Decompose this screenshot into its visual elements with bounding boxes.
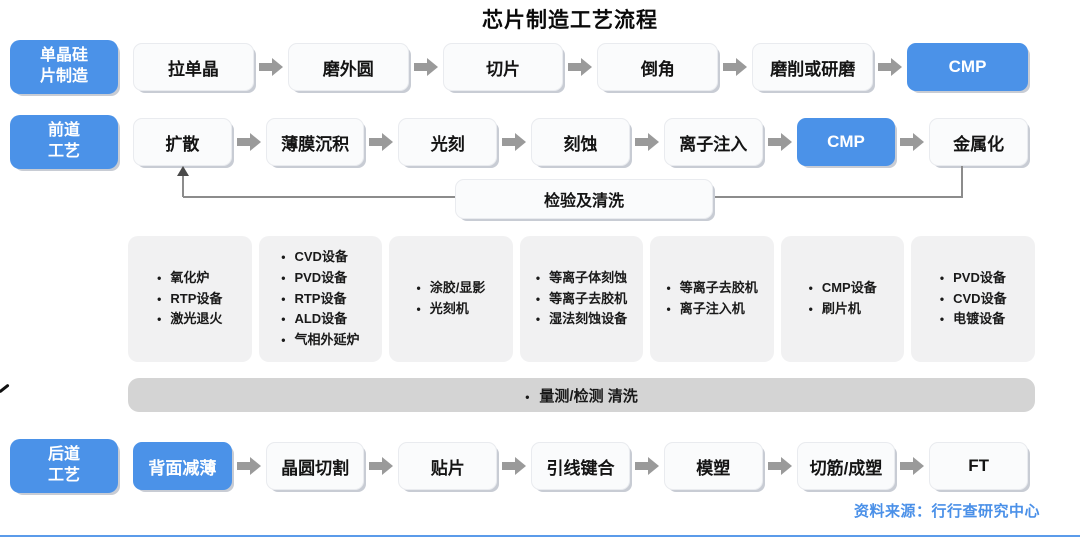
equipment-group: 等离子体刻蚀等离子去胶机湿法刻蚀设备 [519,236,644,362]
measurement-cleaning-bar: 量测/检测 清洗 [128,378,1035,412]
equipment-item: CMP设备 [809,278,877,299]
feedback-loop-line-left [182,176,184,197]
equipment-item: 电镀设备 [940,309,1007,330]
arrow-right-icon [563,58,597,76]
stage-label-line: 工艺 [47,143,80,160]
equipment-list: CMP设备刷片机 [809,278,877,320]
flow-step: 扩散 [133,118,232,166]
stage-label-line: 单晶硅 [39,47,88,65]
feedback-loop-arrowhead-icon [177,166,189,176]
flow-step: CMP [907,43,1028,91]
stage-label-line: 前道 [47,122,80,140]
equipment-list: CVD设备PVD设备RTP设备ALD设备气相外延炉 [281,247,359,351]
equipment-group: 涂胶/显影光刻机 [389,236,513,362]
flow-step: 晶圆切割 [265,442,365,490]
flow-step: 离子注入 [663,118,763,166]
arrow-right-icon [895,133,929,151]
equipment-item: 刷片机 [809,299,877,320]
equipment-list: 等离子体刻蚀等离子去胶机湿法刻蚀设备 [536,268,627,330]
equipment-item: PVD设备 [940,268,1007,289]
flow-step: 倒角 [597,43,719,91]
source-attribution: 资料来源：行行查研究中心 [853,503,1040,520]
flow-step: 磨外圆 [287,43,409,91]
page-title: 芯片制造工艺流程 [482,9,658,32]
arrow-right-icon [873,58,907,76]
measurement-cleaning-label: 量测/检测 清洗 [525,385,637,406]
arrow-right-icon [630,133,664,151]
arrow-right-icon [763,457,797,475]
flow-step: 金属化 [929,118,1029,166]
equipment-item: PVD设备 [281,268,359,289]
equipment-item: CVD设备 [940,289,1006,310]
flow-step: 薄膜沉积 [265,118,365,166]
arrow-right-icon [895,457,929,475]
equipment-item: 离子注入机 [666,299,757,320]
equipment-group: CVD设备PVD设备RTP设备ALD设备气相外延炉 [258,236,383,362]
stage-label-line: 后道 [47,446,80,464]
arrow-right-icon [718,58,752,76]
stage-label-backend: 后道工艺 [10,439,118,493]
feedback-loop-line-right [961,166,963,197]
arrow-right-icon [364,457,398,475]
equipment-item: 光刻机 [417,299,486,320]
equipment-item: 等离子去胶机 [666,278,758,299]
flow-step: 贴片 [398,442,498,490]
arrow-right-icon [409,58,443,76]
equipment-list: 涂胶/显影光刻机 [417,278,486,320]
equipment-item: CVD设备 [281,247,359,268]
arrow-right-icon [630,457,664,475]
equipment-list: 氧化炉RTP设备激光退火 [157,268,222,330]
equipment-item: RTP设备 [157,289,222,310]
equipment-item: 等离子体刻蚀 [536,268,627,289]
flow-step: 光刻 [398,118,498,166]
equipment-group: 氧化炉RTP设备激光退火 [128,236,252,362]
bottom-accent-line [0,535,1080,537]
flow-step: 切筋/成塑 [796,442,896,490]
flow-step: 磨削或研磨 [752,43,874,91]
equipment-group: 等离子去胶机离子注入机 [650,236,774,362]
flow-step: 模塑 [663,442,763,490]
arrow-right-icon [232,457,266,475]
arrow-right-icon [232,133,266,151]
equipment-group: CMP设备刷片机 [780,236,905,362]
equipment-item: 湿法刻蚀设备 [536,309,627,330]
stage-label-line: 工艺 [47,467,80,484]
flow-step: 刻蚀 [531,118,630,166]
arrow-right-icon [497,133,531,151]
arrow-right-icon [497,457,531,475]
flow-step: 拉单晶 [133,43,254,91]
equipment-list: PVD设备CVD设备电镀设备 [940,268,1007,330]
flow-step: CMP [796,118,896,166]
stage-label-wafer: 单晶硅片制造 [10,40,118,94]
arrow-right-icon [254,58,288,76]
equipment-item: 激光退火 [157,309,222,330]
arrow-right-icon [763,133,797,151]
stage-label-frontend: 前道工艺 [10,115,118,169]
flow-step: FT [929,442,1029,490]
flow-step: 切片 [442,43,564,91]
stage-label-line: 片制造 [39,68,88,85]
equipment-item: 等离子去胶机 [536,289,627,310]
flow-step: 引线键合 [531,442,630,490]
equipment-item: ALD设备 [281,309,359,330]
flow-step: 背面减薄 [133,442,232,490]
inspection-cleaning-box: 检验及清洗 [455,179,713,219]
equipment-list: 等离子去胶机离子注入机 [666,278,758,320]
equipment-item: 涂胶/显影 [417,278,486,299]
equipment-item: 氧化炉 [157,268,222,289]
equipment-group: PVD设备CVD设备电镀设备 [911,236,1036,362]
stray-stroke-mark [0,383,10,394]
equipment-item: 气相外延炉 [281,330,359,351]
equipment-groups-row: 氧化炉RTP设备激光退火CVD设备PVD设备RTP设备ALD设备气相外延炉涂胶/… [128,236,1036,362]
equipment-item: RTP设备 [281,289,359,310]
arrow-right-icon [364,133,398,151]
